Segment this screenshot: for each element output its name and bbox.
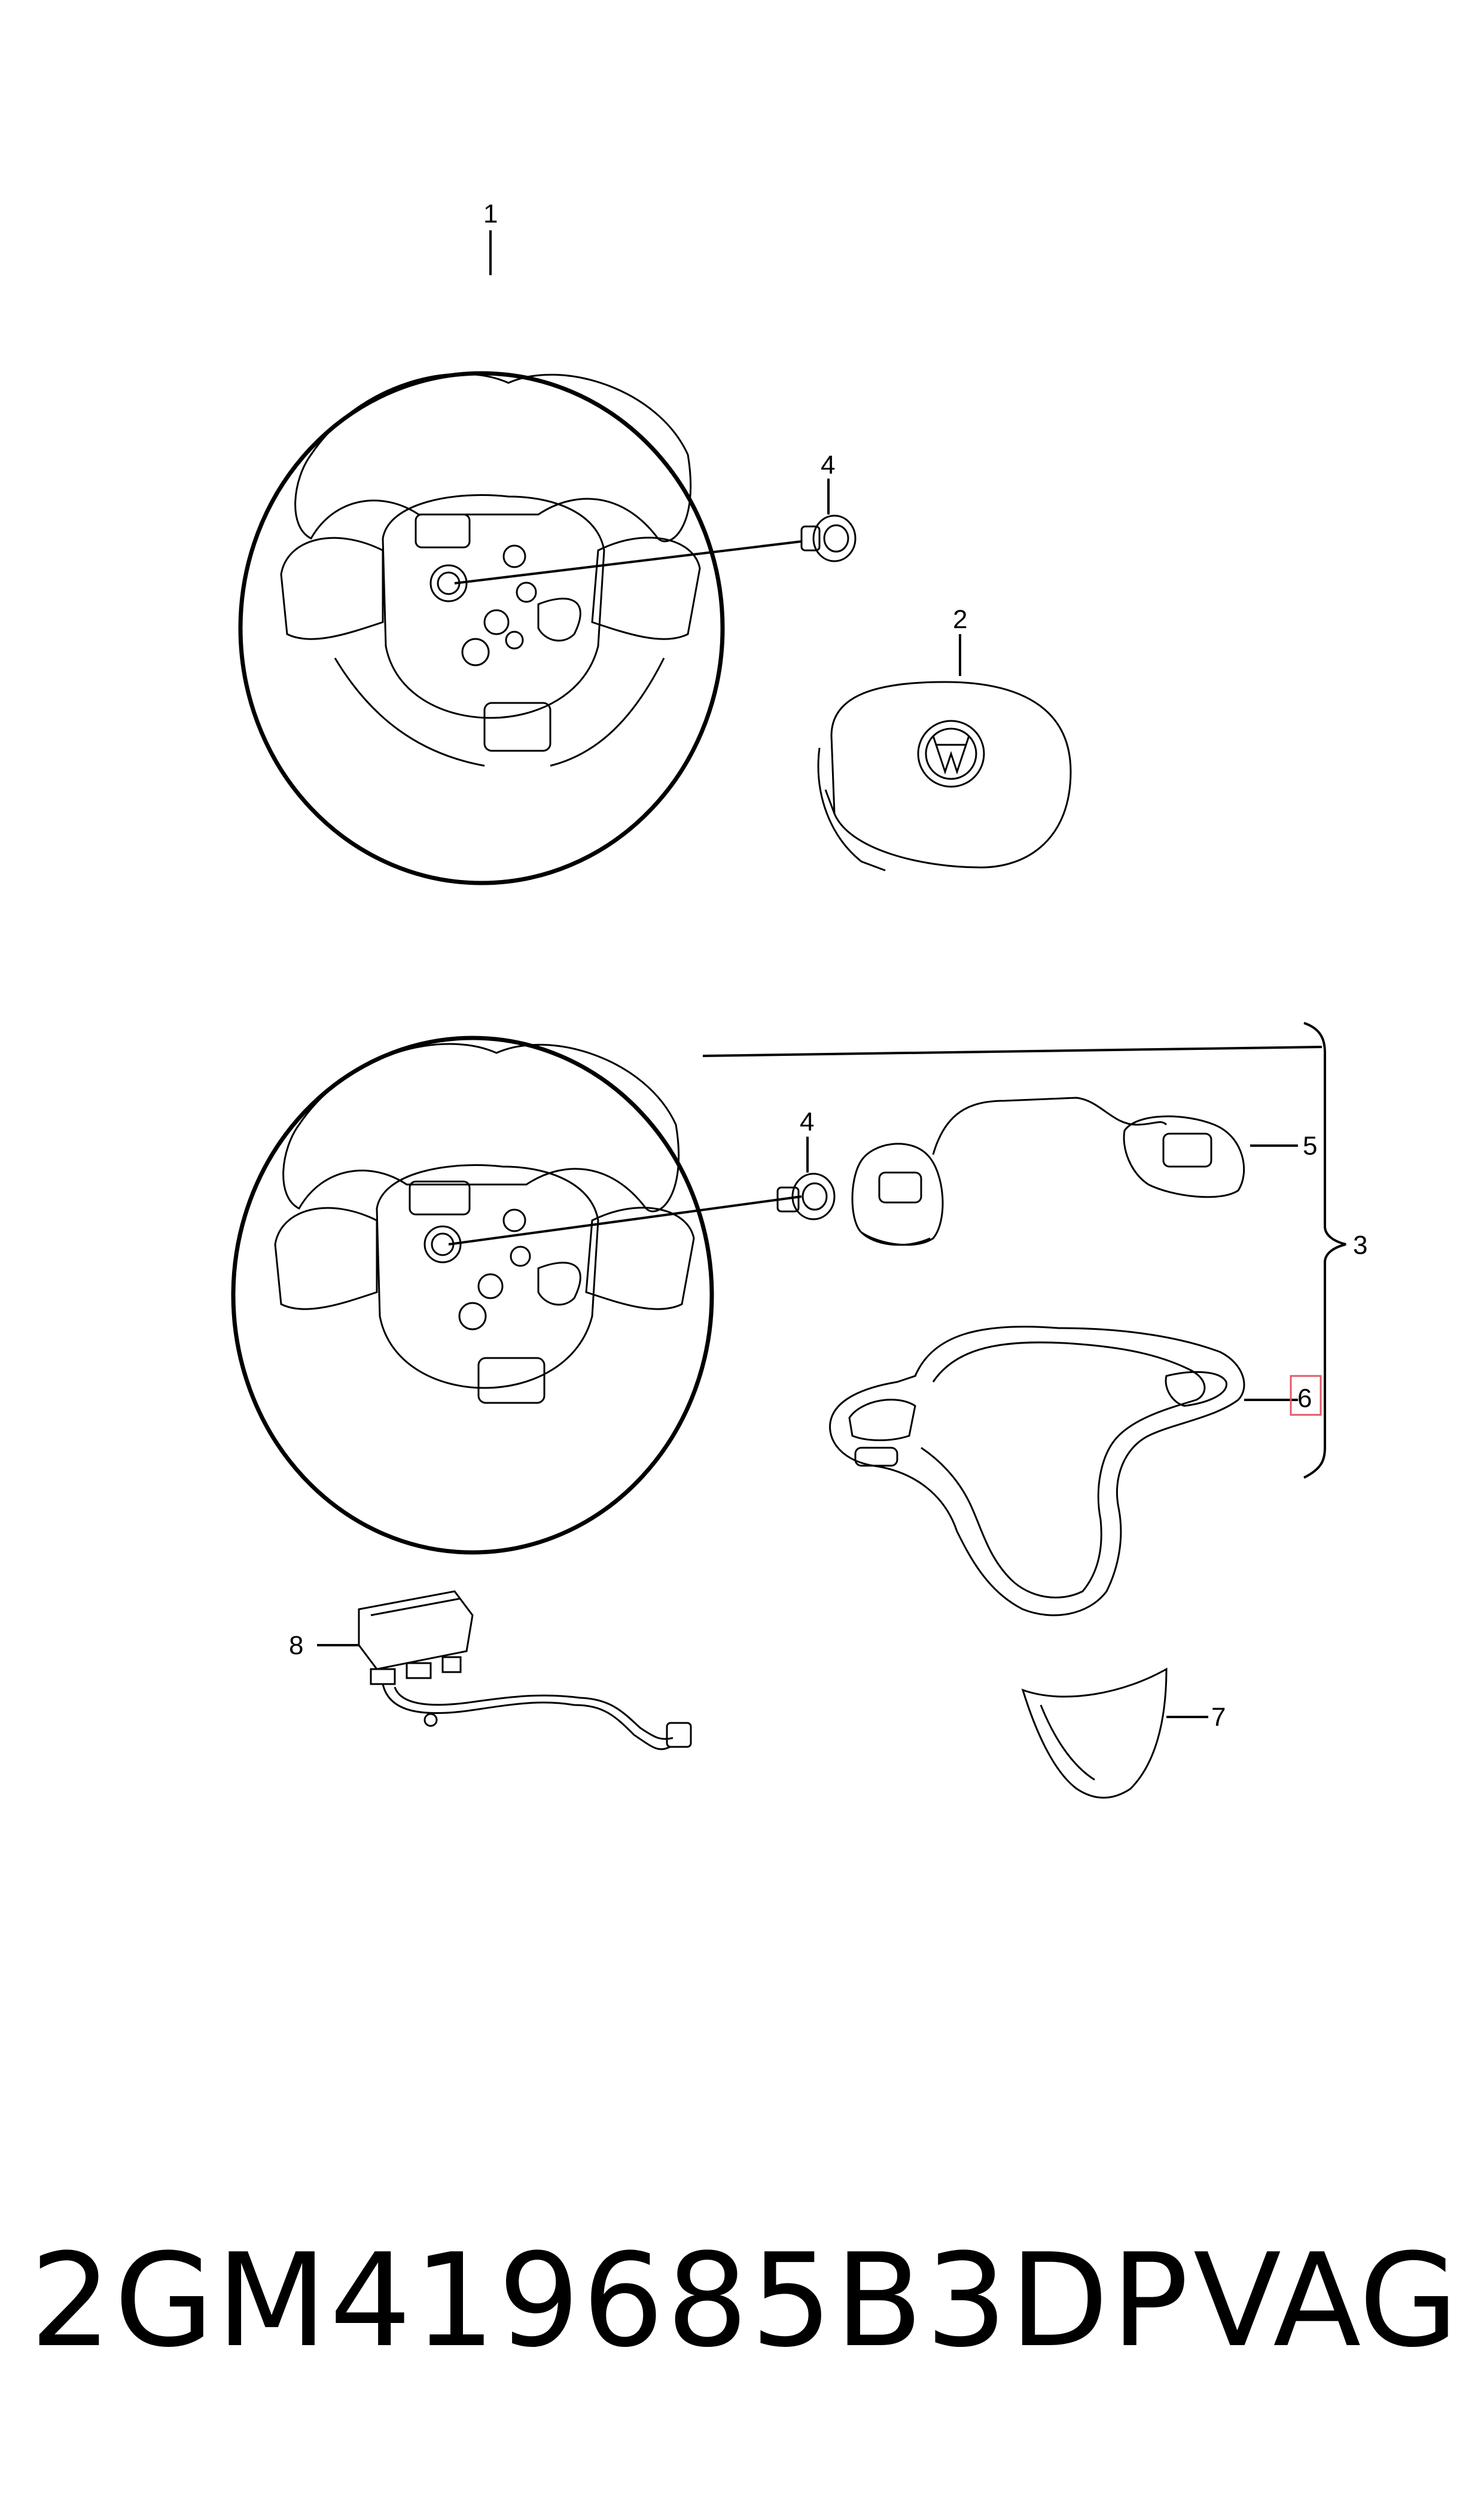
part-number: 2GM419685B3DP bbox=[30, 2225, 1192, 2376]
airbag-module bbox=[817, 634, 1072, 872]
parts-diagram: 1 4 2 4 5 3 6 7 8 bbox=[231, 199, 1367, 1799]
callout-8: 8 bbox=[289, 1631, 303, 1660]
callout-2: 2 bbox=[953, 605, 967, 634]
lower-cover bbox=[1021, 1667, 1208, 1799]
callout-7: 7 bbox=[1211, 1703, 1226, 1732]
control-unit-harness bbox=[317, 1590, 692, 1750]
callout-5: 5 bbox=[1303, 1131, 1317, 1161]
group-bracket bbox=[1303, 1022, 1346, 1479]
callout-3: 3 bbox=[1353, 1231, 1367, 1260]
callout-6-highlight bbox=[1290, 1375, 1322, 1416]
bolt-top bbox=[800, 479, 857, 562]
callout-1: 1 bbox=[483, 199, 498, 229]
trim-cover bbox=[829, 1326, 1298, 1616]
footer: 2GM419685B3DP VAG bbox=[0, 2213, 1484, 2465]
callout-6: 6 bbox=[1297, 1384, 1312, 1413]
steering-wheel-middle bbox=[231, 1036, 1323, 1555]
switch-left bbox=[851, 1143, 944, 1246]
steering-wheel-top bbox=[238, 230, 802, 885]
callout-4-middle: 4 bbox=[800, 1107, 814, 1137]
brand-label: VAG bbox=[1193, 2225, 1459, 2376]
switch-right-with-cable bbox=[932, 1097, 1298, 1198]
bolt-middle bbox=[776, 1137, 836, 1220]
callout-4-top: 4 bbox=[821, 450, 835, 480]
